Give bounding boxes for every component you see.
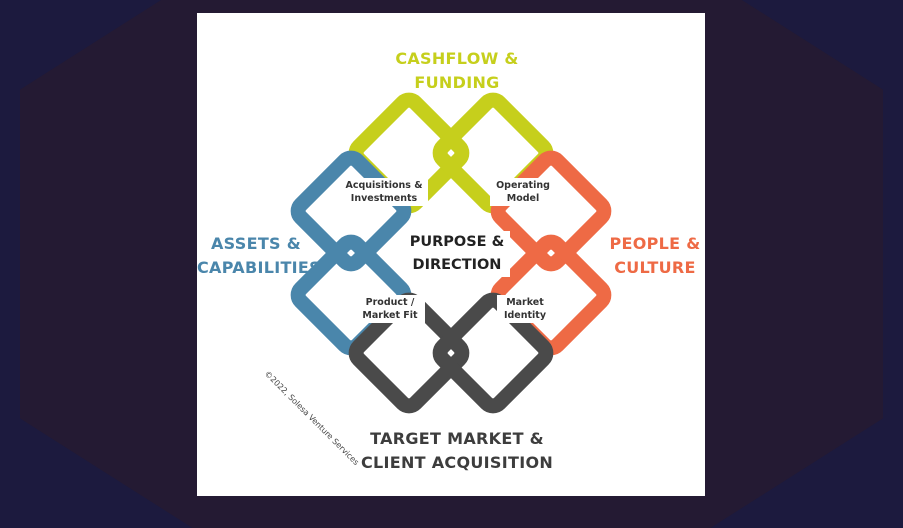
opm-line1: Operating (496, 180, 550, 191)
target-label-line1: TARGET MARKET & (370, 429, 544, 448)
target-label-line2: CLIENT ACQUISITION (360, 453, 554, 472)
people-label-line2: CULTURE (614, 258, 696, 277)
center-label-line1: PURPOSE & (409, 234, 505, 250)
target-knot (348, 292, 554, 414)
diagram-panel: CASHFLOW & FUNDING ASSETS & CAPABILITIES… (197, 13, 705, 496)
pmf-line2: Market Fit (362, 310, 418, 321)
mid-line1: Market (506, 297, 544, 308)
operating-model-label: Operating Model (490, 178, 556, 206)
opm-line2: Model (506, 193, 540, 204)
acq-line1: Acquisitions & (345, 180, 423, 191)
assets-label-line2: CAPABILITIES (197, 258, 321, 277)
cashflow-label-line1: CASHFLOW & (395, 49, 519, 68)
purpose-direction-label: PURPOSE & DIRECTION (404, 231, 510, 277)
cashflow-funding-label: CASHFLOW & FUNDING (367, 47, 547, 95)
acq-line2: Investments (350, 193, 418, 204)
people-culture-label: PEOPLE & CULTURE (602, 232, 708, 280)
pmf-line1: Product / (365, 297, 415, 308)
target-market-label: TARGET MARKET & CLIENT ACQUISITION (347, 427, 567, 475)
mid-line2: Identity (503, 310, 547, 321)
center-label-line2: DIRECTION (412, 257, 502, 273)
cashflow-label-line2: FUNDING (414, 73, 500, 92)
assets-capabilities-label: ASSETS & CAPABILITIES (197, 232, 321, 280)
people-label-line1: PEOPLE & (609, 234, 701, 253)
acquisitions-investments-label: Acquisitions & Investments (340, 178, 428, 206)
knot-diagram (290, 92, 612, 414)
product-market-fit-label: Product / Market Fit (355, 295, 425, 323)
assets-label-line1: ASSETS & (210, 234, 301, 253)
market-identity-label: Market Identity (497, 295, 553, 323)
